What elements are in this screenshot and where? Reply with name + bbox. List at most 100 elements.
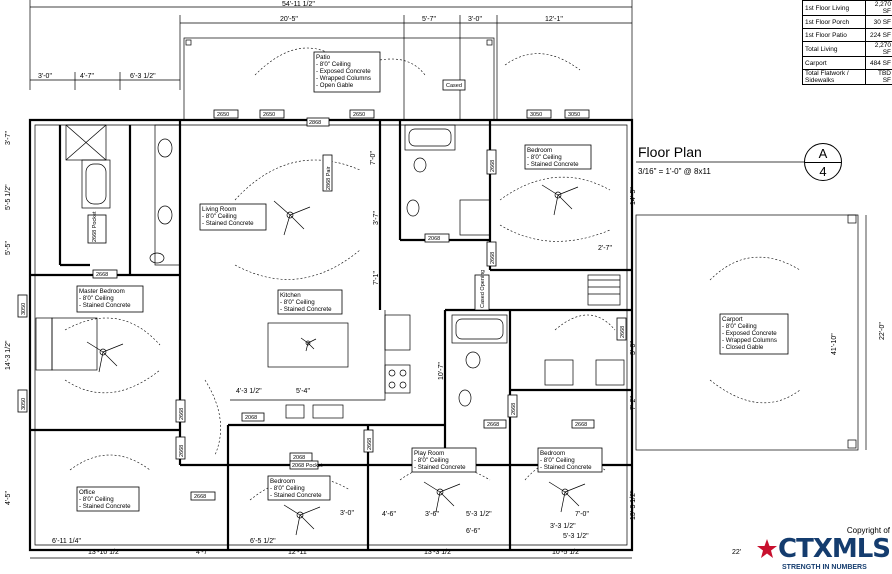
svg-text:2668: 2668 (490, 252, 496, 264)
svg-text:2650: 2650 (217, 112, 229, 118)
dim-bottom-f: 22' (732, 549, 741, 556)
dim-overall-width: 54'-11 1/2" (282, 1, 315, 8)
svg-text:2668: 2668 (487, 422, 499, 428)
carport-outline: 41'-10" 22'-0" (635, 214, 886, 451)
dim-carport-width: 22'-0" (879, 322, 886, 340)
svg-text:- 8'0" Ceiling: - 8'0" Ceiling (270, 485, 305, 492)
svg-text:- Stained Concrete: - Stained Concrete (280, 306, 332, 313)
fan-bedroom-s (283, 504, 321, 536)
tag: 2668 (92, 269, 118, 279)
electrical-dashed-runs (64, 47, 801, 501)
bottom-dimension-text: 13'-10 1/2" 4'-7" 12'-11" 13'-3 1/2" 10'… (30, 549, 741, 559)
tag: 2650 (259, 109, 285, 119)
plan-scale: 3/16" = 1'-0" @ 8x11 (638, 167, 711, 176)
svg-text:- Wrapped Columns: - Wrapped Columns (722, 337, 777, 344)
tag: Cased Opening (474, 270, 490, 311)
svg-text:Carport: Carport (722, 316, 743, 323)
dim-top-c: 12'-1" (545, 16, 563, 23)
tag: 2868 Pair (322, 154, 333, 192)
svg-text:3'-0": 3'-0" (340, 510, 354, 517)
plan-title: Floor Plan (638, 144, 702, 162)
svg-text:3'-6": 3'-6" (425, 511, 439, 518)
plan-title-text: Floor Plan (638, 144, 702, 160)
svg-text:- Stained Concrete: - Stained Concrete (527, 161, 579, 168)
label-living-room: Living Room - 8'0" Ceiling - Stained Con… (199, 203, 267, 231)
tag: 3050 (564, 109, 590, 119)
svg-text:- 8'0" Ceiling: - 8'0" Ceiling (280, 299, 315, 306)
svg-text:5'-5 1/2": 5'-5 1/2" (5, 184, 12, 210)
svg-text:2668: 2668 (511, 403, 517, 415)
svg-text:4'-5": 4'-5" (5, 491, 12, 505)
svg-text:Master Bedroom: Master Bedroom (79, 288, 125, 295)
svg-text:2068: 2068 (428, 236, 440, 242)
logo-tagline: STRENGTH IN NUMBERS (782, 564, 867, 571)
svg-text:- 8'0" Ceiling: - 8'0" Ceiling (79, 496, 114, 503)
svg-text:Bedroom: Bedroom (527, 147, 552, 154)
label-kitchen: Kitchen - 8'0" Ceiling - Stained Concret… (277, 289, 343, 315)
svg-text:Living Room: Living Room (202, 206, 236, 213)
svg-text:- Exposed Concrete: - Exposed Concrete (316, 68, 371, 75)
tag: 2068 (424, 233, 450, 243)
svg-text:2668: 2668 (179, 408, 185, 420)
svg-text:Office: Office (79, 489, 96, 496)
dim-bottom-c: 12'-11" (288, 549, 310, 556)
texas-star-icon (757, 539, 777, 558)
tag: 2668 (175, 436, 186, 460)
dim-patio-width: 20'-5" (280, 16, 298, 23)
dim-top-d: 3'-0" (38, 73, 52, 80)
svg-text:- Stained Concrete: - Stained Concrete (540, 464, 592, 471)
tag: 2068 (289, 452, 313, 462)
tag: 2668 (571, 419, 595, 429)
svg-text:- Stained Concrete: - Stained Concrete (414, 464, 466, 471)
svg-text:6'-6": 6'-6" (466, 528, 480, 535)
svg-text:- Wrapped Columns: - Wrapped Columns (316, 75, 371, 82)
svg-text:2068 Pocket: 2068 Pocket (292, 463, 323, 469)
top-dimension-text: 54'-11 1/2" 20'-5" 5'-7" 3'-0" 12'-1" 3'… (38, 1, 563, 80)
tag: 2868 (306, 117, 330, 127)
svg-text:3050: 3050 (568, 112, 580, 118)
tag: 2068 Pocket (289, 460, 323, 470)
tag: 2668 (616, 317, 627, 341)
svg-text:4'-6": 4'-6" (382, 511, 396, 518)
dim-bottom-d: 13'-3 1/2" (424, 549, 454, 556)
window-door-tags: 2650 2650 2650 2868 3050 3050 2668 2068 … (17, 79, 627, 501)
svg-text:5'-4": 5'-4" (296, 388, 310, 395)
svg-text:- 8'0" Ceiling: - 8'0" Ceiling (722, 323, 757, 330)
tag: 2668 (190, 491, 216, 501)
svg-text:2068: 2068 (293, 455, 305, 461)
dim-carport-depth: 41'-10" (831, 333, 838, 355)
svg-text:- Stained Concrete: - Stained Concrete (202, 220, 254, 227)
ceiling-fans (86, 184, 586, 536)
label-bedroom-ne: Bedroom - 8'0" Ceiling - Stained Concret… (524, 144, 592, 170)
svg-text:3050: 3050 (530, 112, 542, 118)
dim-top-f: 6'-3 1/2" (130, 73, 156, 80)
svg-text:- 8'0" Ceiling: - 8'0" Ceiling (527, 154, 562, 161)
tag: 2668 (486, 241, 497, 267)
dim-top-e: 4'-7" (80, 73, 94, 80)
svg-text:2668: 2668 (194, 494, 206, 500)
svg-text:10'-7": 10'-7" (438, 362, 445, 380)
svg-text:2868 Pair: 2868 Pair (326, 166, 332, 190)
svg-text:5'-5": 5'-5" (5, 241, 12, 255)
svg-text:- Open Gable: - Open Gable (316, 82, 354, 89)
tag: 2668 (363, 429, 374, 453)
svg-text:Cased Opening: Cased Opening (480, 270, 486, 308)
svg-text:2668 Pocket: 2668 Pocket (92, 211, 98, 242)
svg-text:2650: 2650 (263, 112, 275, 118)
fixtures (35, 124, 625, 419)
svg-text:- Closed Gable: - Closed Gable (722, 344, 764, 351)
svg-text:- 8'0" Ceiling: - 8'0" Ceiling (540, 457, 575, 464)
svg-text:- Stained Concrete: - Stained Concrete (79, 503, 131, 510)
svg-text:2668: 2668 (367, 438, 373, 450)
svg-text:14'-5": 14'-5" (630, 187, 637, 205)
tag: 2068 (241, 412, 265, 422)
fan-bedroom-se (548, 481, 586, 513)
svg-text:5'-3 1/2": 5'-3 1/2" (466, 511, 492, 518)
fan-bedroom-ne (541, 184, 579, 216)
